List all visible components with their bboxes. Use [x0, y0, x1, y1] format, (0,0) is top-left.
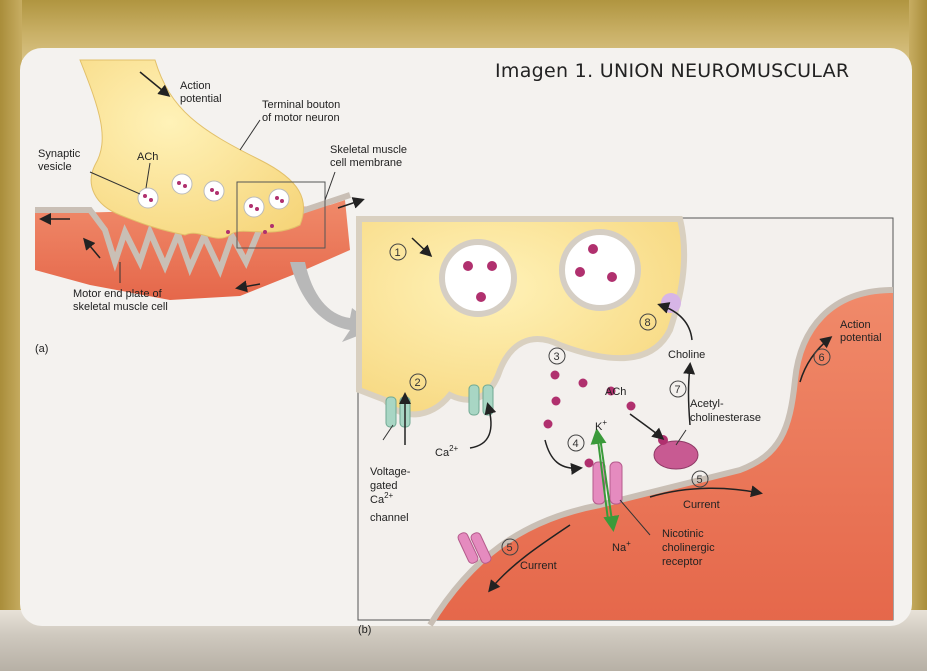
step-5b: 5 [507, 542, 513, 554]
label-action-potential-a2: potential [180, 93, 222, 105]
label-action-potential-b2: potential [840, 332, 882, 344]
acetylcholinesterase [654, 441, 698, 469]
label-voltage-4: channel [370, 512, 409, 524]
label-ache-1: Acetyl- [690, 398, 724, 410]
label-ach-a: ACh [137, 151, 158, 163]
label-membrane-2: cell membrane [330, 157, 402, 169]
label-nicotinic-3: receptor [662, 556, 703, 568]
step-5a: 5 [697, 474, 703, 486]
step-8: 8 [645, 317, 651, 329]
label-vesicle-1: Synaptic [38, 148, 81, 160]
label-endplate-2: skeletal muscle cell [73, 301, 168, 313]
label-voltage-1: Voltage- [370, 466, 411, 478]
label-ache-2: cholinesterase [690, 412, 761, 424]
label-current-right: Current [683, 499, 720, 511]
step-7: 7 [675, 384, 681, 396]
label-membrane-1: Skeletal muscle [330, 144, 407, 156]
slide-title: Imagen 1. UNION NEUROMUSCULAR [495, 60, 849, 82]
label-endplate-1: Motor end plate of [73, 288, 163, 300]
panel-b: 1 2 3 4 5 5 6 7 8 Ca2+ Voltage- [358, 218, 893, 636]
label-panel-b: (b) [358, 624, 371, 636]
step-3: 3 [554, 351, 560, 363]
label-action-potential-a1: Action [180, 80, 211, 92]
label-action-potential-b1: Action [840, 319, 871, 331]
leader-terminal [240, 120, 260, 150]
step-2: 2 [415, 377, 421, 389]
label-ach-b: ACh [605, 386, 626, 398]
leader-membrane [325, 172, 335, 200]
label-nicotinic-1: Nicotinic [662, 528, 704, 540]
label-terminal-1: Terminal bouton [262, 99, 340, 111]
step-1: 1 [395, 247, 401, 259]
panel-a: Action potential Terminal bouton of moto… [35, 60, 407, 355]
label-choline: Choline [668, 349, 705, 361]
label-vesicle-2: vesicle [38, 161, 72, 173]
label-nicotinic-2: cholinergic [662, 542, 715, 554]
label-current-left: Current [520, 560, 557, 572]
label-panel-a: (a) [35, 343, 48, 355]
step-4: 4 [573, 438, 579, 450]
label-terminal-2: of motor neuron [262, 112, 340, 124]
step-6: 6 [819, 352, 825, 364]
